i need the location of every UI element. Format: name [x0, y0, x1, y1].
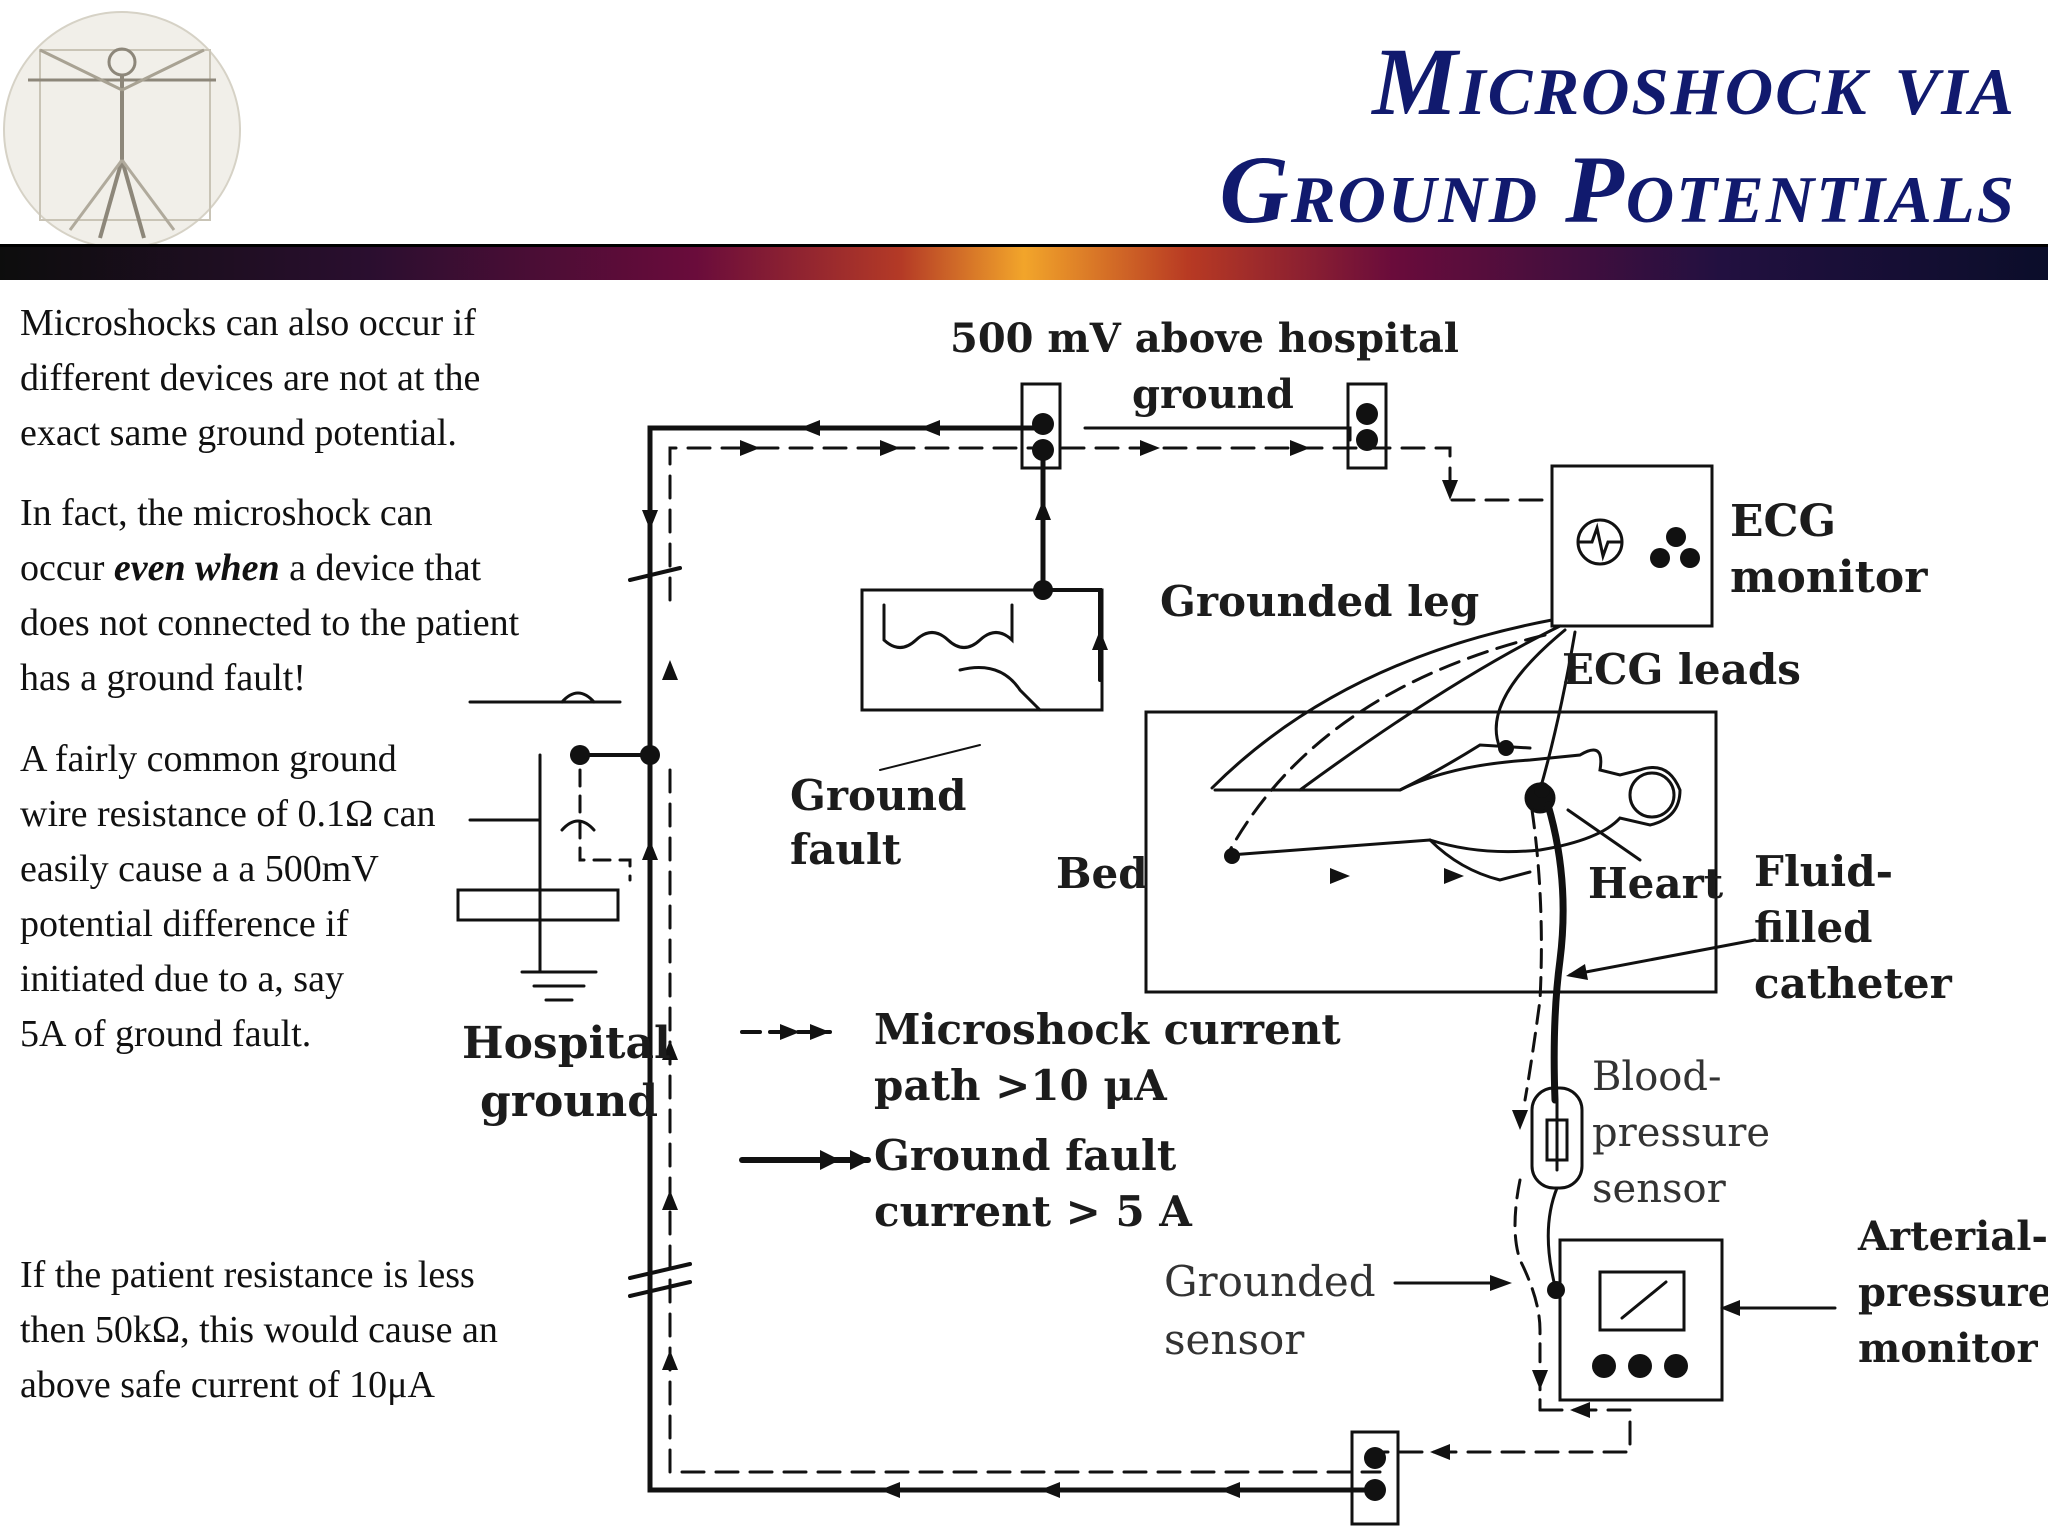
text-line: In fact, the microshock can [20, 492, 433, 534]
paragraph-ground-fault: In fact, the microshock can occur even w… [20, 486, 519, 706]
label-arterial-monitor-2: pressure [1858, 1269, 2048, 1316]
slide-title-line-1: Microshock via [1372, 28, 2016, 135]
patient-figure [1213, 743, 1682, 882]
ground-fault-path-right [1083, 426, 1352, 442]
microshock-path-left [668, 768, 1382, 1474]
text-line: A fairly common ground [20, 738, 397, 780]
ground-pipe [456, 888, 620, 922]
vitruvian-logo [3, 11, 241, 249]
microshock-path-top [668, 446, 1550, 602]
arterial-pressure-monitor [1558, 1238, 1724, 1402]
ground-fault-path-top [647, 425, 1038, 583]
label-fluid-catheter-2: filled [1754, 903, 1873, 952]
label-fluid-catheter-3: catheter [1754, 959, 1953, 1008]
title-divider-bar [0, 244, 2048, 280]
outlet-top-right [1346, 382, 1388, 470]
label-arterial-monitor-1: Arterial- [1857, 1213, 2048, 1260]
label-ecg-monitor-1: ECG [1730, 496, 1836, 547]
microshock-path-right [1378, 1408, 1632, 1454]
text-line: Microshocks can also occur if [20, 302, 476, 344]
text-fragment: a device that [279, 547, 482, 589]
label-bp-sensor-3: sensor [1592, 1166, 1727, 1212]
label-500mv-above-2: ground [1132, 371, 1294, 418]
label-500mv-above-1: 500 mV above hospital [950, 315, 1459, 362]
label-ground-fault-2: fault [790, 825, 902, 874]
ground-fault-device [860, 588, 1104, 712]
bed-outline [1144, 710, 1718, 994]
text-line: wire resistance of 0.1Ω can [20, 793, 436, 835]
text-line: then 50kΩ, this would cause an [20, 1309, 498, 1351]
text-line: exact same ground potential. [20, 412, 457, 454]
text-line: above safe current of 10μA [20, 1364, 435, 1406]
text-line: does not connected to the patient [20, 602, 520, 644]
legend-ground-fault-label-1: Ground fault [874, 1131, 1177, 1180]
fluid-filled-catheter [1544, 801, 1567, 1104]
text-fragment: occur [20, 547, 114, 589]
label-bp-sensor-1: Blood- [1592, 1054, 1721, 1100]
label-fluid-catheter-1: Fluid- [1754, 847, 1893, 896]
label-heart: Heart [1588, 859, 1724, 908]
outlet-bottom [1350, 1430, 1400, 1526]
label-hospital-ground-1: Hospital [462, 1018, 671, 1069]
legend-ground-fault-label-2: current > 5 A [874, 1187, 1193, 1236]
label-grounded-sensor-1: Grounded [1164, 1257, 1376, 1306]
label-bed: Bed [1056, 849, 1148, 898]
slide-title-line-2: Ground Potentials [1219, 136, 2016, 243]
legend-microshock-label-1: Microshock current [874, 1005, 1341, 1054]
paragraph-ground-potential: Microshocks can also occur if different … [20, 296, 480, 461]
ground-fault-path-left [647, 577, 1383, 1493]
text-line: has a ground fault! [20, 657, 306, 699]
text-line: 5A of ground fault. [20, 1013, 312, 1055]
label-bp-sensor-2: pressure [1592, 1110, 1770, 1156]
text-line: If the patient resistance is less [20, 1254, 475, 1296]
text-line: potential difference if [20, 903, 349, 945]
paragraph-patient-resistance: If the patient resistance is less then 5… [20, 1248, 498, 1413]
text-line: easily cause a a 500mV [20, 848, 379, 890]
emphasis-text: even when [113, 547, 280, 589]
text-line: initiated due to a, say [20, 958, 344, 1000]
ecg-monitor-box [1550, 464, 1714, 628]
label-grounded-sensor-2: sensor [1164, 1315, 1305, 1364]
legend-microshock-label-2: path >10 μA [874, 1061, 1168, 1110]
text-line: occur even when a device that [20, 541, 519, 596]
label-hospital-ground-2: ground [480, 1076, 658, 1127]
label-ecg-monitor-2: monitor [1730, 552, 1928, 603]
paragraph-wire-resistance: A fairly common ground wire resistance o… [20, 732, 435, 1062]
label-ecg-leads: ECG leads [1562, 645, 1801, 694]
label-ground-fault-1: Ground [790, 771, 966, 820]
text-line: different devices are not at the [20, 357, 481, 399]
label-grounded-leg: Grounded leg [1160, 577, 1479, 626]
label-arterial-monitor-3: monitor [1858, 1325, 2038, 1372]
